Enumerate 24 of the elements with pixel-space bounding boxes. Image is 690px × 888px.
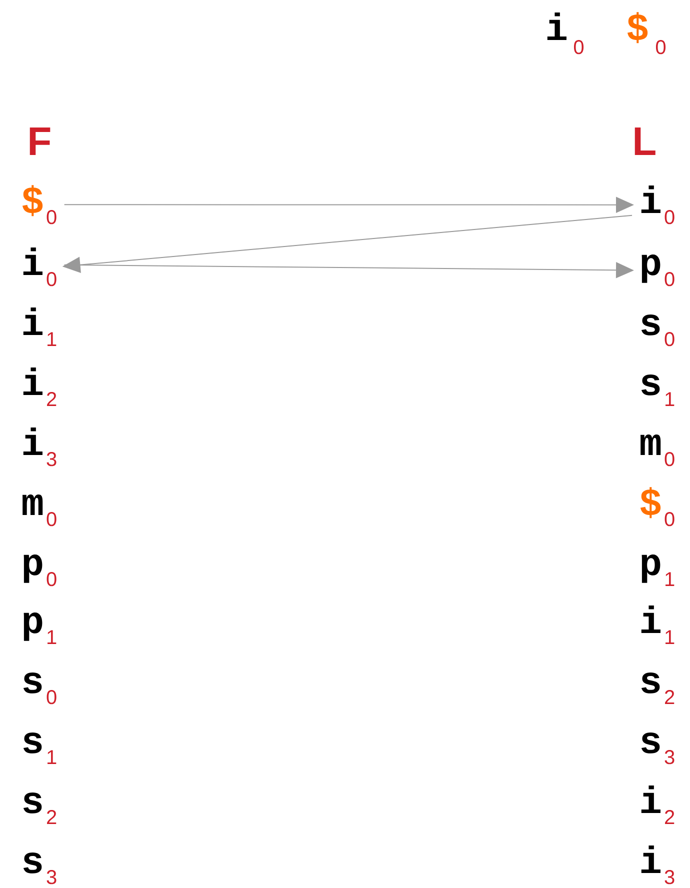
indexed-letter: i 3	[23, 427, 56, 466]
subscript-number: 0	[656, 40, 666, 54]
indexed-letter: i 0	[23, 247, 56, 286]
indexed-letter: i 3	[641, 845, 674, 884]
indexed-letter: i 2	[641, 785, 674, 824]
letter: i	[547, 12, 566, 40]
letter: $	[627, 12, 648, 44]
indexed-letter: s 2	[641, 672, 674, 704]
indexed-letter: i 2	[23, 367, 56, 406]
indexed-letter: s 3	[641, 732, 674, 764]
indexed-letter: i 1	[641, 605, 674, 644]
indexed-letter: m 0	[640, 434, 674, 466]
column-header: L	[634, 127, 656, 155]
indexed-letter: s 1	[23, 732, 56, 764]
subscript-number: 0	[574, 40, 584, 54]
indexed-letter: i 1	[23, 307, 56, 346]
indexed-letter: s 0	[641, 314, 674, 346]
indexed-letter: m 0	[22, 494, 56, 526]
indexed-letter: s 2	[23, 792, 56, 824]
column-header: F	[30, 127, 50, 155]
indexed-letter: i 0	[641, 185, 674, 224]
indexed-letter: s 1	[641, 374, 674, 406]
indexed-letter: s 0	[23, 672, 56, 704]
indexed-letter: s 3	[23, 852, 56, 884]
